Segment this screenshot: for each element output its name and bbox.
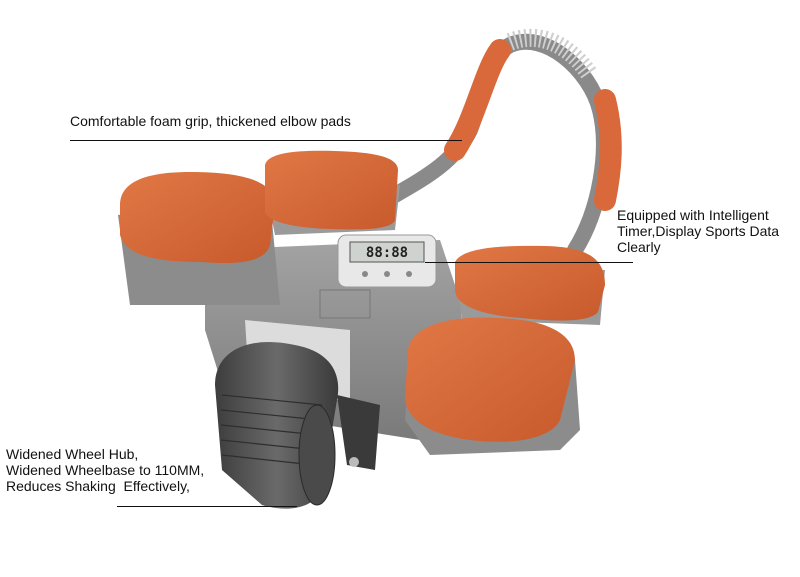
callout-timer-line: Clearly [617,239,661,255]
elbow-pad-rear [265,150,398,230]
callout-wheel-line: Widened Wheel Hub, [6,446,139,462]
elbow-pad-right [405,317,575,442]
callout-foam-grip-text: Comfortable foam grip, thickened elbow p… [70,113,351,129]
callout-timer-line: Timer,Display Sports Data [617,223,780,239]
leader-line-timer [425,262,633,263]
callout-timer-line: Equipped with Intelligent [617,207,769,223]
wheel [215,320,380,509]
timer-display: 88:88 [366,245,408,261]
leader-line-foam-grip [70,140,462,141]
handle [387,28,622,258]
callout-wheel: Widened Wheel Hub,Widened Wheelbase to 1… [6,446,204,494]
elbow-pad-right-rear [455,245,605,321]
timer: 88:88 [337,234,437,288]
logo-plate [319,289,371,319]
callout-foam-grip: Comfortable foam grip, thickened elbow p… [70,113,351,129]
callout-wheel-line: Reduces Shaking Effectively, [6,478,190,494]
elbow-pad-left [120,172,275,264]
leader-line-wheel [117,506,297,507]
callout-wheel-line: Widened Wheelbase to 110MM, [6,462,205,478]
